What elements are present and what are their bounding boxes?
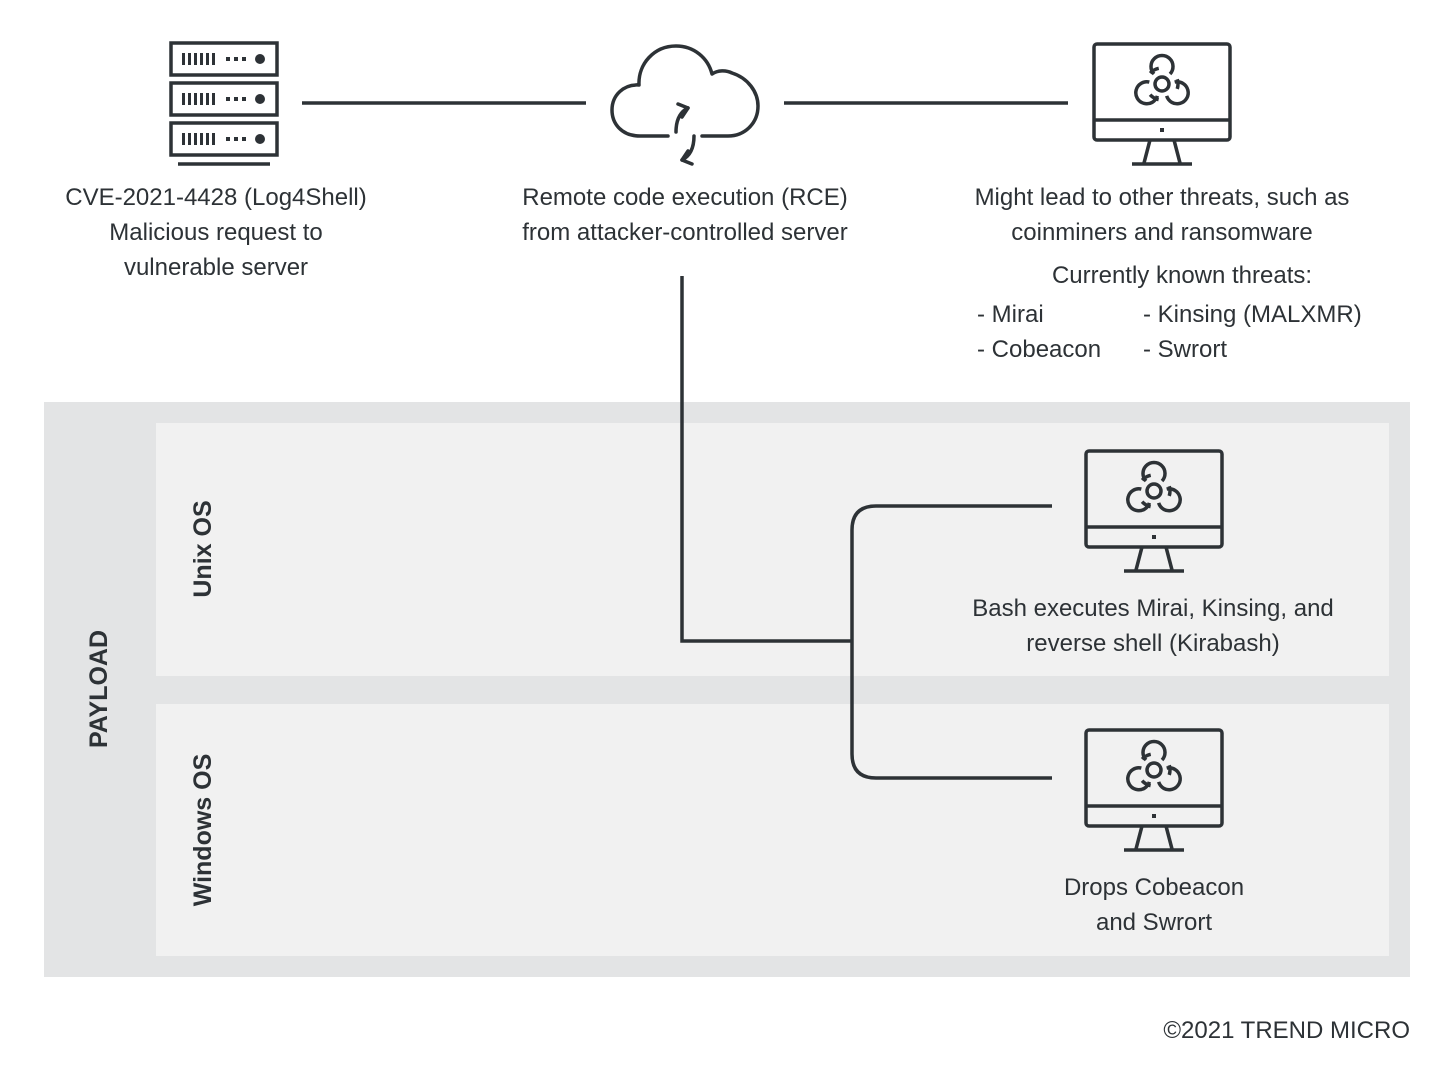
known-threat-cobeacon: - Cobeacon (977, 336, 1102, 363)
copyright: ©2021 TREND MICRO (1163, 1017, 1410, 1044)
server-caption-line-1: CVE-2021-4428 (Log4Shell) (65, 184, 367, 211)
unix-biohazard-monitor-icon (1084, 449, 1224, 573)
cloud-caption-line-1: Remote code execution (RCE) (522, 184, 848, 211)
known-threats-title: Currently known threats: (1051, 262, 1313, 289)
threat-caption-line-2: coinminers and ransomware (1011, 219, 1313, 246)
cloud-sync-icon (610, 44, 760, 166)
threat-caption-line-1: Might lead to other threats, such as (974, 184, 1350, 211)
branch-unix-line (850, 504, 1052, 641)
windows-caption-line-2: and Swrort (1095, 909, 1213, 936)
server-caption: CVE-2021-4428 (Log4Shell) Malicious requ… (16, 180, 416, 285)
unix-caption-line-1: Bash executes Mirai, Kinsing, and (972, 595, 1334, 622)
server-caption-line-2: Malicious request to (109, 219, 323, 246)
known-threat-swrort: - Swrort (1143, 336, 1227, 363)
known-threat-mirai: - Mirai (977, 301, 1044, 328)
biohazard-monitor-icon (1092, 42, 1232, 166)
windows-caption: Drops Cobeacon and Swrort (1004, 870, 1304, 940)
rce-to-payload-line (680, 276, 852, 643)
server-caption-line-3: vulnerable server (123, 254, 309, 281)
cloud-caption: Remote code execution (RCE) from attacke… (470, 180, 900, 250)
unix-caption: Bash executes Mirai, Kinsing, and revers… (930, 591, 1376, 661)
windows-biohazard-monitor-icon (1084, 728, 1224, 852)
windows-os-panel (156, 704, 1389, 956)
unix-caption-line-2: reverse shell (Kirabash) (1026, 630, 1280, 657)
threat-caption: Might lead to other threats, such as coi… (940, 180, 1384, 250)
unix-os-panel (156, 423, 1389, 676)
branch-windows-line (850, 641, 1052, 780)
server-stack-icon (169, 41, 279, 166)
known-threat-kinsing: - Kinsing (MALXMR) (1143, 301, 1362, 328)
cloud-caption-line-2: from attacker-controlled server (522, 219, 848, 246)
windows-caption-line-1: Drops Cobeacon (1063, 874, 1245, 901)
